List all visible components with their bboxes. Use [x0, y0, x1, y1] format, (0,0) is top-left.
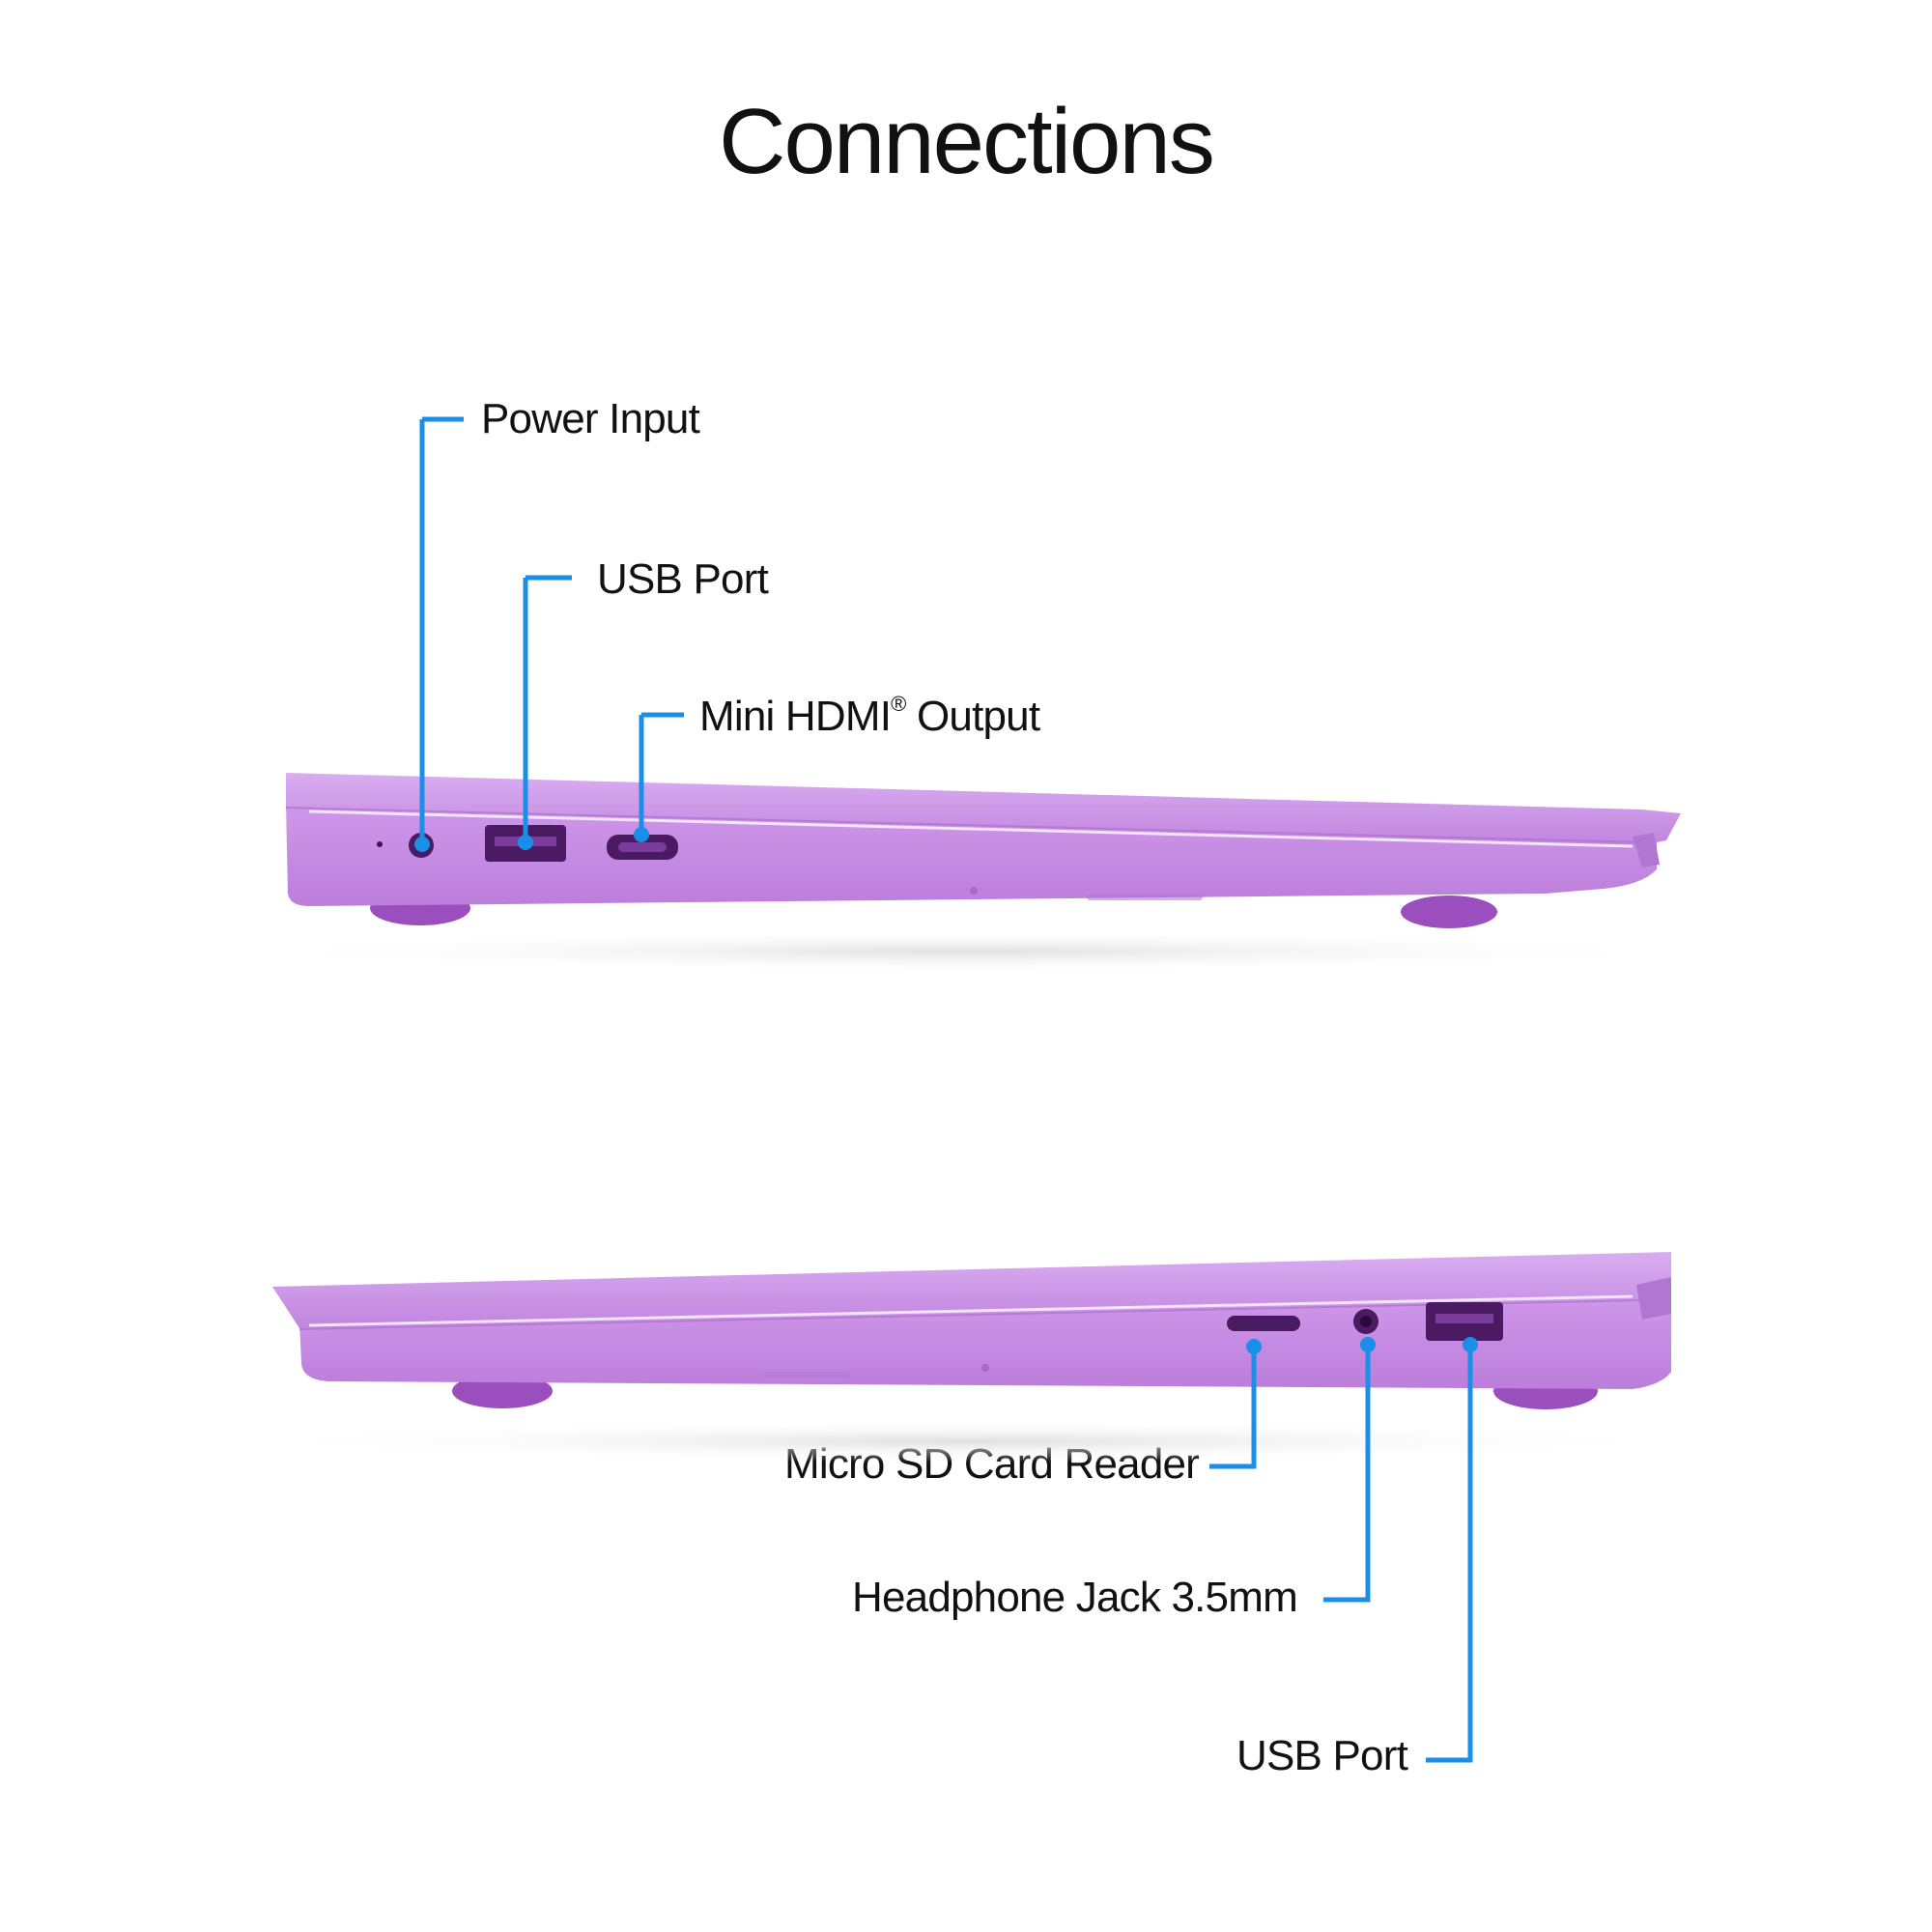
page-title: Connections	[719, 90, 1215, 193]
left-callouts	[419, 416, 684, 844]
laptop-left-seam	[308, 810, 1634, 848]
laptop-left-hinge	[1633, 833, 1660, 867]
callout-dot-headphone	[1360, 1337, 1376, 1352]
callout-dot-usb-right	[1463, 1337, 1478, 1352]
callout-line-usb-left	[523, 575, 572, 842]
label-usb-port-right: USB Port	[1236, 1732, 1408, 1779]
left-callout-dots	[414, 827, 649, 852]
label-mini-hdmi: Mini HDMI® Output	[699, 692, 1040, 740]
callout-line-hdmi	[639, 712, 684, 835]
laptop-right-side	[232, 1252, 1700, 1463]
right-callout-dots	[1246, 1337, 1478, 1354]
callout-line-micro-sd	[1209, 1347, 1257, 1469]
right-callouts	[1209, 1345, 1473, 1763]
callout-line-power	[419, 416, 464, 844]
callout-line-headphone	[1323, 1345, 1371, 1603]
registered-mark: ®	[891, 692, 906, 716]
laptop-right-seam	[308, 1294, 1634, 1327]
callout-dot-usb-left	[518, 835, 533, 850]
callout-dot-hdmi	[634, 827, 649, 842]
led-indicator	[377, 841, 383, 847]
laptop-right-lid	[272, 1252, 1671, 1328]
label-mini-hdmi-text: Mini HDMI	[699, 693, 892, 740]
micro-sd-slot-icon	[1227, 1316, 1300, 1331]
laptop-left-foot-back	[1401, 895, 1497, 928]
label-power-input: Power Input	[481, 395, 700, 442]
laptop-left-lid	[286, 773, 1681, 845]
label-headphone-jack: Headphone Jack 3.5mm	[852, 1574, 1298, 1621]
label-usb-port-left: USB Port	[597, 555, 769, 603]
callout-line-usb-right	[1426, 1345, 1473, 1763]
laptop-right-shadow	[232, 1420, 1700, 1463]
laptop-right-hinge	[1636, 1277, 1671, 1320]
laptop-left-side	[232, 773, 1700, 973]
callout-dot-micro-sd	[1246, 1339, 1262, 1354]
laptop-left-shadow	[232, 930, 1700, 973]
label-mini-hdmi-suffix: Output	[905, 693, 1040, 740]
callout-dot-power	[414, 837, 430, 852]
